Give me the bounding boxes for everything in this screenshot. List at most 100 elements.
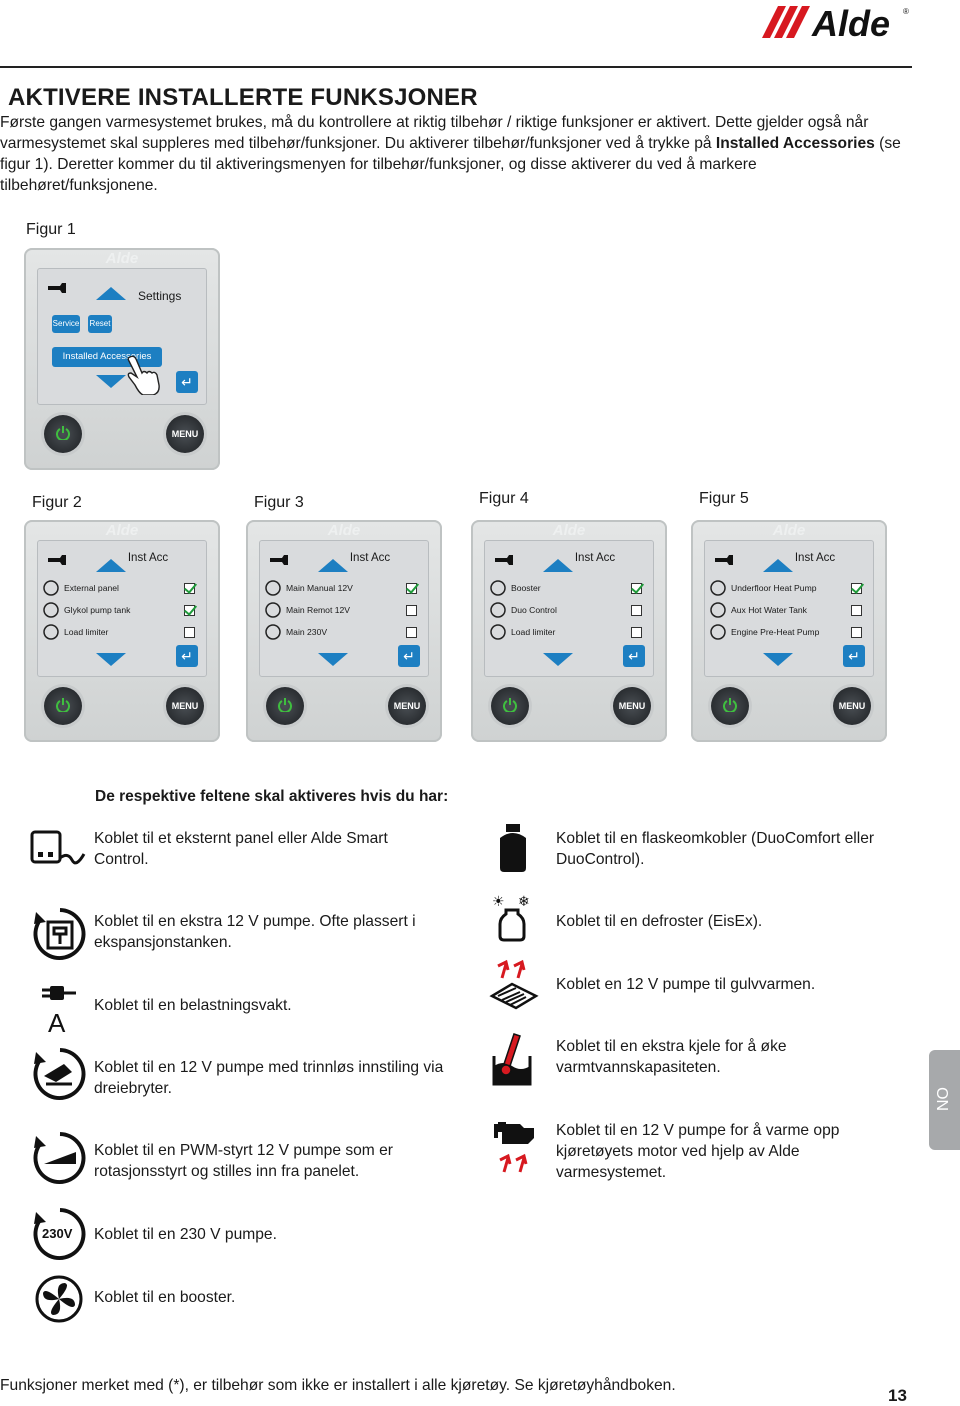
inst-acc-title: Inst Acc: [794, 552, 836, 564]
figure-2-label: Figur 2: [32, 494, 82, 511]
legend-right-5: Koblet til en 12 V pumpe for å varme opp…: [556, 1122, 840, 1181]
accessory-checkbox[interactable]: [631, 627, 642, 638]
wrench-icon: [495, 555, 513, 565]
legend-right-1: Koblet til en flaskeomkobler (DuoComfort…: [556, 830, 875, 868]
alde-logo: Alde ®: [762, 4, 909, 40]
legend-left-3: Koblet til en belastningsvakt.: [94, 997, 292, 1014]
enter-button[interactable]: ↵: [623, 645, 645, 667]
legend-right-2: Koblet til en defroster (EisEx).: [556, 913, 763, 930]
accessory-label: Engine Pre-Heat Pump: [731, 627, 820, 637]
wrench-icon: [270, 555, 288, 565]
up-arrow-icon[interactable]: [763, 559, 793, 572]
intro-bold: Installed Accessories: [715, 135, 875, 152]
accessory-checkbox[interactable]: [406, 605, 417, 616]
manual-pump-icon: [264, 579, 282, 597]
accessory-label: Load limiter: [511, 627, 556, 637]
up-arrow-icon[interactable]: [96, 559, 126, 572]
accessory-checkbox[interactable]: [184, 605, 195, 616]
booster-fan-icon: [489, 579, 507, 597]
svg-text:☀: ☀: [492, 893, 505, 909]
page-number: 13: [888, 1386, 907, 1405]
power-button[interactable]: [711, 687, 749, 725]
accessory-label: Booster: [511, 583, 541, 593]
external-panel-icon: [30, 830, 86, 865]
accessory-checkbox[interactable]: [406, 583, 417, 594]
defroster-icon: [489, 623, 507, 641]
accessory-row[interactable]: Underfloor Heat Pump: [709, 579, 869, 597]
header-rule: [0, 66, 912, 68]
inst-acc-title: Inst Acc: [127, 552, 169, 564]
accessory-checkbox[interactable]: [851, 627, 862, 638]
legend-left-7: Koblet til en booster.: [94, 1289, 236, 1306]
hot-water-tank-icon: [709, 601, 727, 619]
accessory-checkbox[interactable]: [631, 605, 642, 616]
enter-button[interactable]: ↵: [398, 645, 420, 667]
defroster-icon: ☀❄: [492, 893, 530, 942]
power-button[interactable]: [266, 687, 304, 725]
figure-1-label: Figur 1: [26, 221, 76, 238]
up-arrow-icon[interactable]: [543, 559, 573, 572]
accessory-row[interactable]: Booster: [489, 579, 649, 597]
up-arrow-icon[interactable]: [318, 559, 348, 572]
service-button[interactable]: Service: [52, 315, 80, 333]
menu-button[interactable]: MENU: [166, 687, 204, 725]
accessory-row[interactable]: Glykol pump tank: [42, 602, 202, 618]
power-icon: [56, 426, 70, 440]
menu-button[interactable]: MENU: [166, 415, 204, 453]
accessory-row[interactable]: Main Remot 12V: [264, 601, 424, 619]
accessory-label: Main Manual 12V: [286, 583, 353, 593]
remote-pump-icon: [33, 1132, 86, 1184]
power-button[interactable]: [44, 687, 82, 725]
accessory-row[interactable]: Engine Pre-Heat Pump: [709, 624, 869, 640]
svg-text:❄: ❄: [518, 893, 530, 909]
power-button[interactable]: [44, 415, 82, 453]
down-arrow-icon[interactable]: [543, 653, 573, 666]
remote-pump-icon: [264, 601, 282, 619]
accessory-row[interactable]: Aux Hot Water Tank: [709, 601, 869, 619]
accessory-row[interactable]: Duo Control: [489, 602, 649, 618]
enter-button[interactable]: ↵: [176, 645, 198, 667]
accessory-row[interactable]: Main Manual 12V: [264, 579, 424, 597]
accessory-row[interactable]: External panel: [42, 580, 202, 596]
accessory-checkbox[interactable]: [184, 583, 195, 594]
down-arrow-icon[interactable]: [96, 375, 126, 388]
accessory-checkbox[interactable]: [406, 627, 417, 638]
intro-paragraph: Første gangen varmesystemet brukes, må d…: [0, 114, 901, 194]
wrench-icon: [48, 283, 66, 293]
down-arrow-icon[interactable]: [318, 653, 348, 666]
legend-left-2: Koblet til en ekstra 12 V pumpe. Ofte pl…: [94, 913, 416, 951]
power-button[interactable]: [491, 687, 529, 725]
accessory-row[interactable]: Main 230V: [264, 624, 424, 640]
menu-button[interactable]: MENU: [833, 687, 871, 725]
screen-figure-1: Settings Service Reset Installed Accesso…: [37, 268, 207, 405]
inst-acc-title: Inst Acc: [349, 552, 391, 564]
page-title: AKTIVERE INSTALLERTE FUNKSJONER: [8, 84, 478, 111]
menu-button[interactable]: MENU: [388, 687, 426, 725]
down-arrow-icon[interactable]: [763, 653, 793, 666]
enter-button[interactable]: ↵: [843, 645, 865, 667]
menu-button[interactable]: MENU: [613, 687, 651, 725]
accessory-row[interactable]: Load limiter: [489, 623, 649, 641]
accessory-checkbox[interactable]: [851, 583, 862, 594]
accessory-label: Main 230V: [286, 627, 328, 637]
accessory-row[interactable]: Load limiter: [42, 624, 202, 640]
underfloor-heat-icon: [709, 579, 727, 597]
inst-acc-title: Inst Acc: [574, 552, 616, 564]
manual-pump-icon: [33, 1048, 86, 1100]
figure-3-label: Figur 3: [254, 494, 304, 511]
load-limiter-icon: A: [42, 986, 76, 1034]
accessory-checkbox[interactable]: [631, 583, 642, 594]
power-icon: [503, 698, 517, 712]
power-icon: [723, 698, 737, 712]
accessory-checkbox[interactable]: [851, 605, 862, 616]
accessory-checkbox[interactable]: [184, 627, 195, 638]
power-icon: [278, 698, 292, 712]
down-arrow-icon[interactable]: [96, 653, 126, 666]
reset-button[interactable]: Reset: [88, 315, 112, 333]
up-arrow-icon[interactable]: [96, 287, 126, 300]
enter-button[interactable]: ↵: [176, 371, 198, 393]
